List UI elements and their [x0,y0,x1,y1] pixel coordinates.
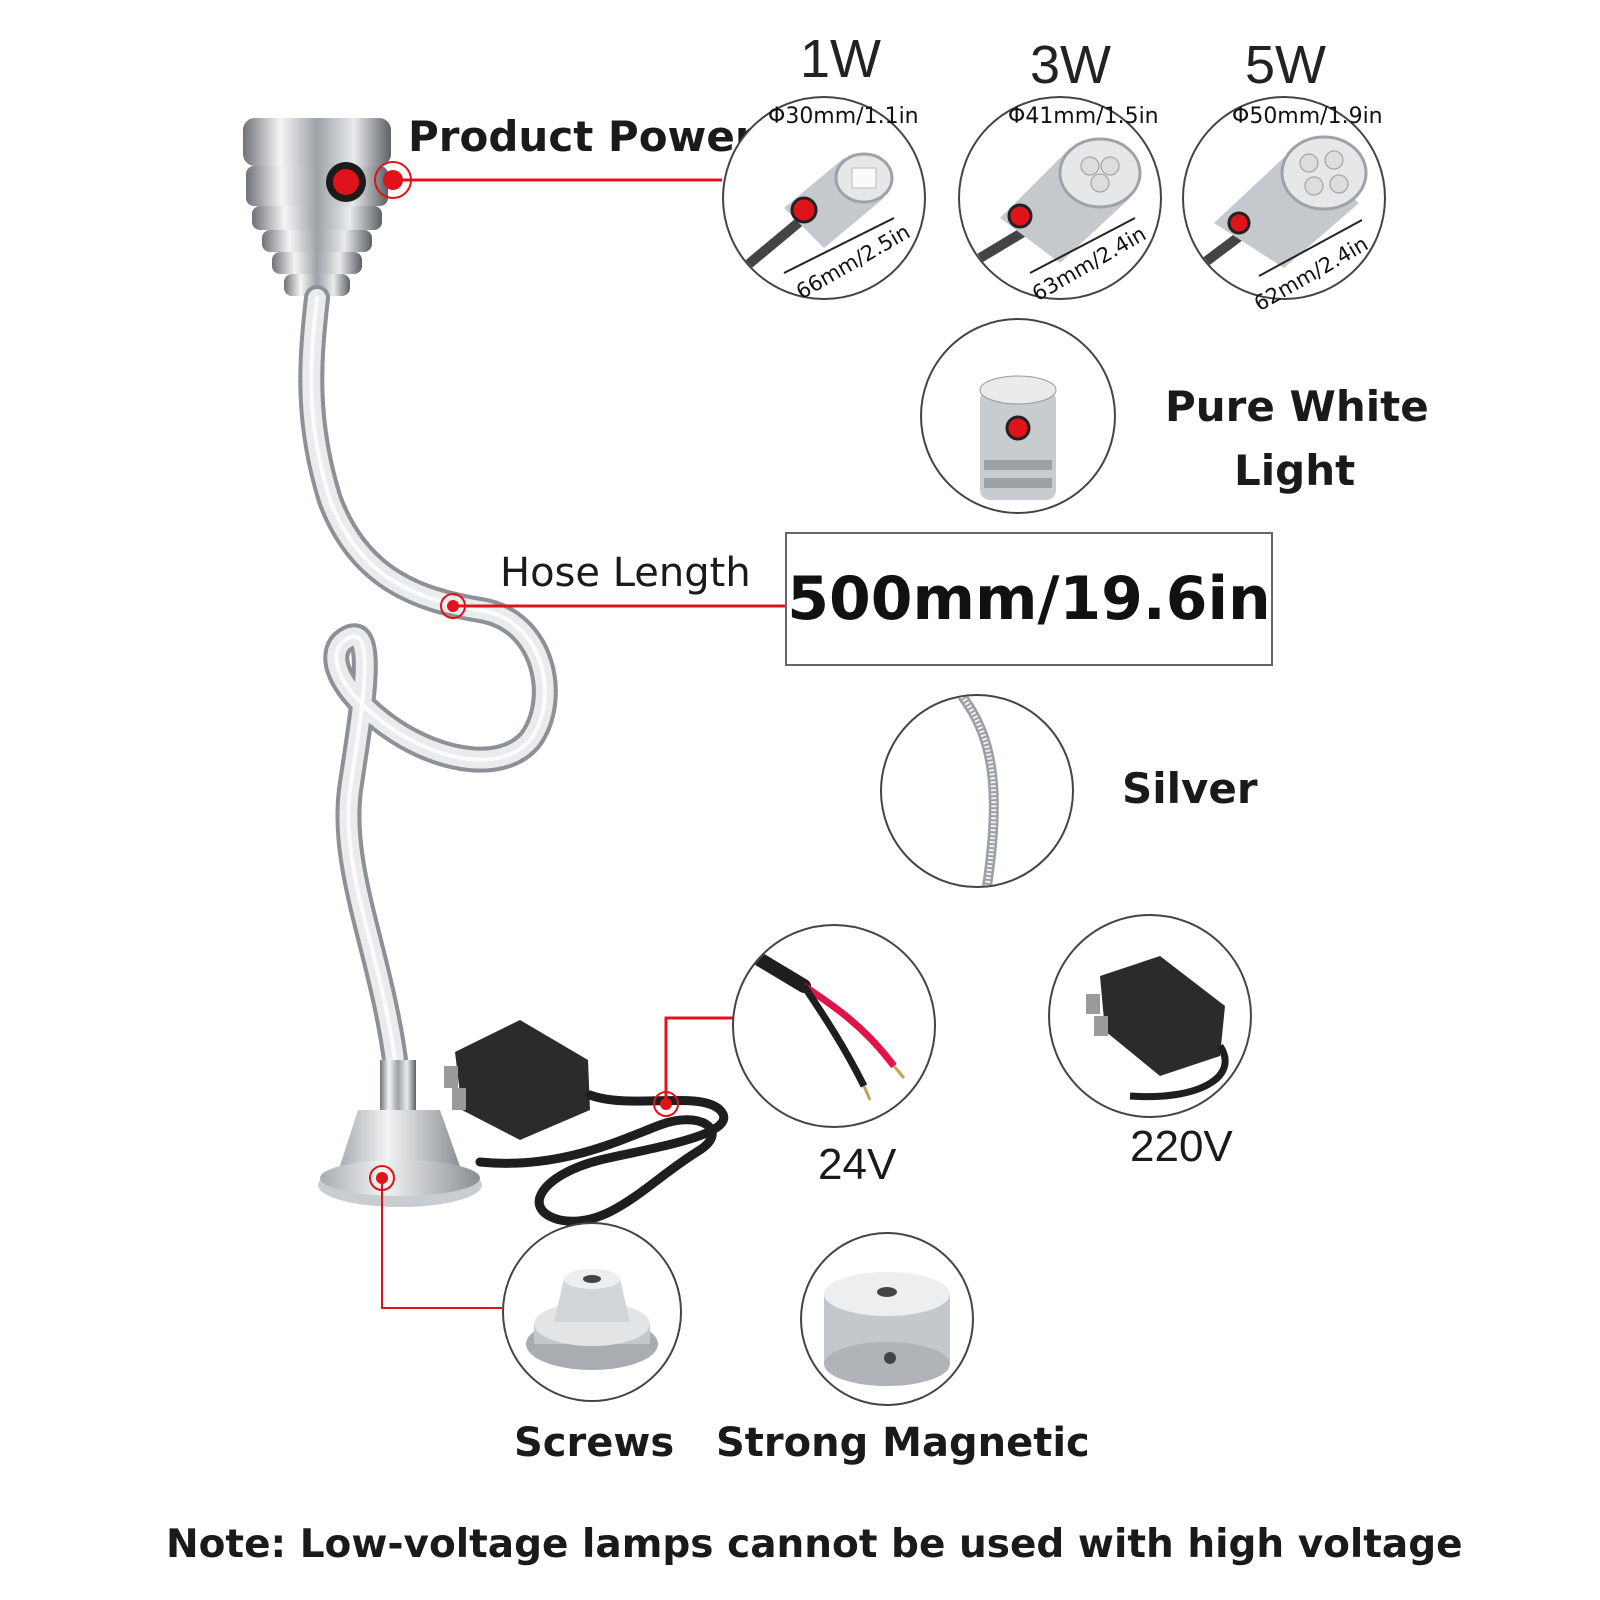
power-option-3w-title: 3W [1030,35,1111,95]
power-option-5w-diameter: Φ50mm/1.9in [1232,104,1383,129]
power-option-5w-image [1182,96,1386,300]
power-option-1w-title: 1W [800,29,881,89]
lamp-head [243,118,391,296]
pure-white-light-image [920,318,1116,514]
lamp-head-white-icon [979,375,1057,500]
hose-length-value: 500mm/19.6in [785,532,1273,666]
leader-lines [369,161,785,1309]
gooseneck-hose [298,285,558,1073]
magnetic-base-image [800,1232,974,1406]
screw-base-icon [526,1269,658,1370]
power-option-1w-diameter: Φ30mm/1.1in [768,104,919,129]
silver-hose-image [880,694,1074,888]
strong-magnetic-label: Strong Magnetic [716,1420,1090,1466]
magnet-base-icon [824,1272,950,1386]
product-power-label: Product Power [408,112,756,161]
screws-base-image [502,1222,682,1402]
wall-adapter-icon [1086,956,1229,1101]
note-text: Note: Low-voltage lamps cannot be used w… [166,1522,1463,1567]
power-option-3w-diameter: Φ41mm/1.5in [1008,104,1159,129]
lamp-head-3w-icon [977,137,1142,274]
lamp-base [318,1060,482,1207]
power-option-1w-image [722,96,926,300]
lamp-head-1w-icon [740,152,895,274]
power-adapter [444,1020,728,1226]
bare-wire-icon [747,949,906,1101]
v220-label: 220V [1130,1122,1233,1171]
power-option-5w-title: 5W [1245,35,1326,95]
silver-label: Silver [1122,764,1258,813]
v220-adapter-image [1048,914,1252,1118]
v24-label: 24V [818,1140,897,1189]
lamp-head-5w-icon [1201,135,1368,277]
v24-wire-image [732,924,936,1128]
pure-white-light-label-line2: Light [1234,446,1356,495]
screws-label: Screws [514,1420,675,1466]
pure-white-light-label-line1: Pure White [1165,382,1429,431]
power-option-3w-image [958,96,1162,300]
hose-sample-icon [957,696,999,886]
hose-length-label: Hose Length [500,550,751,596]
